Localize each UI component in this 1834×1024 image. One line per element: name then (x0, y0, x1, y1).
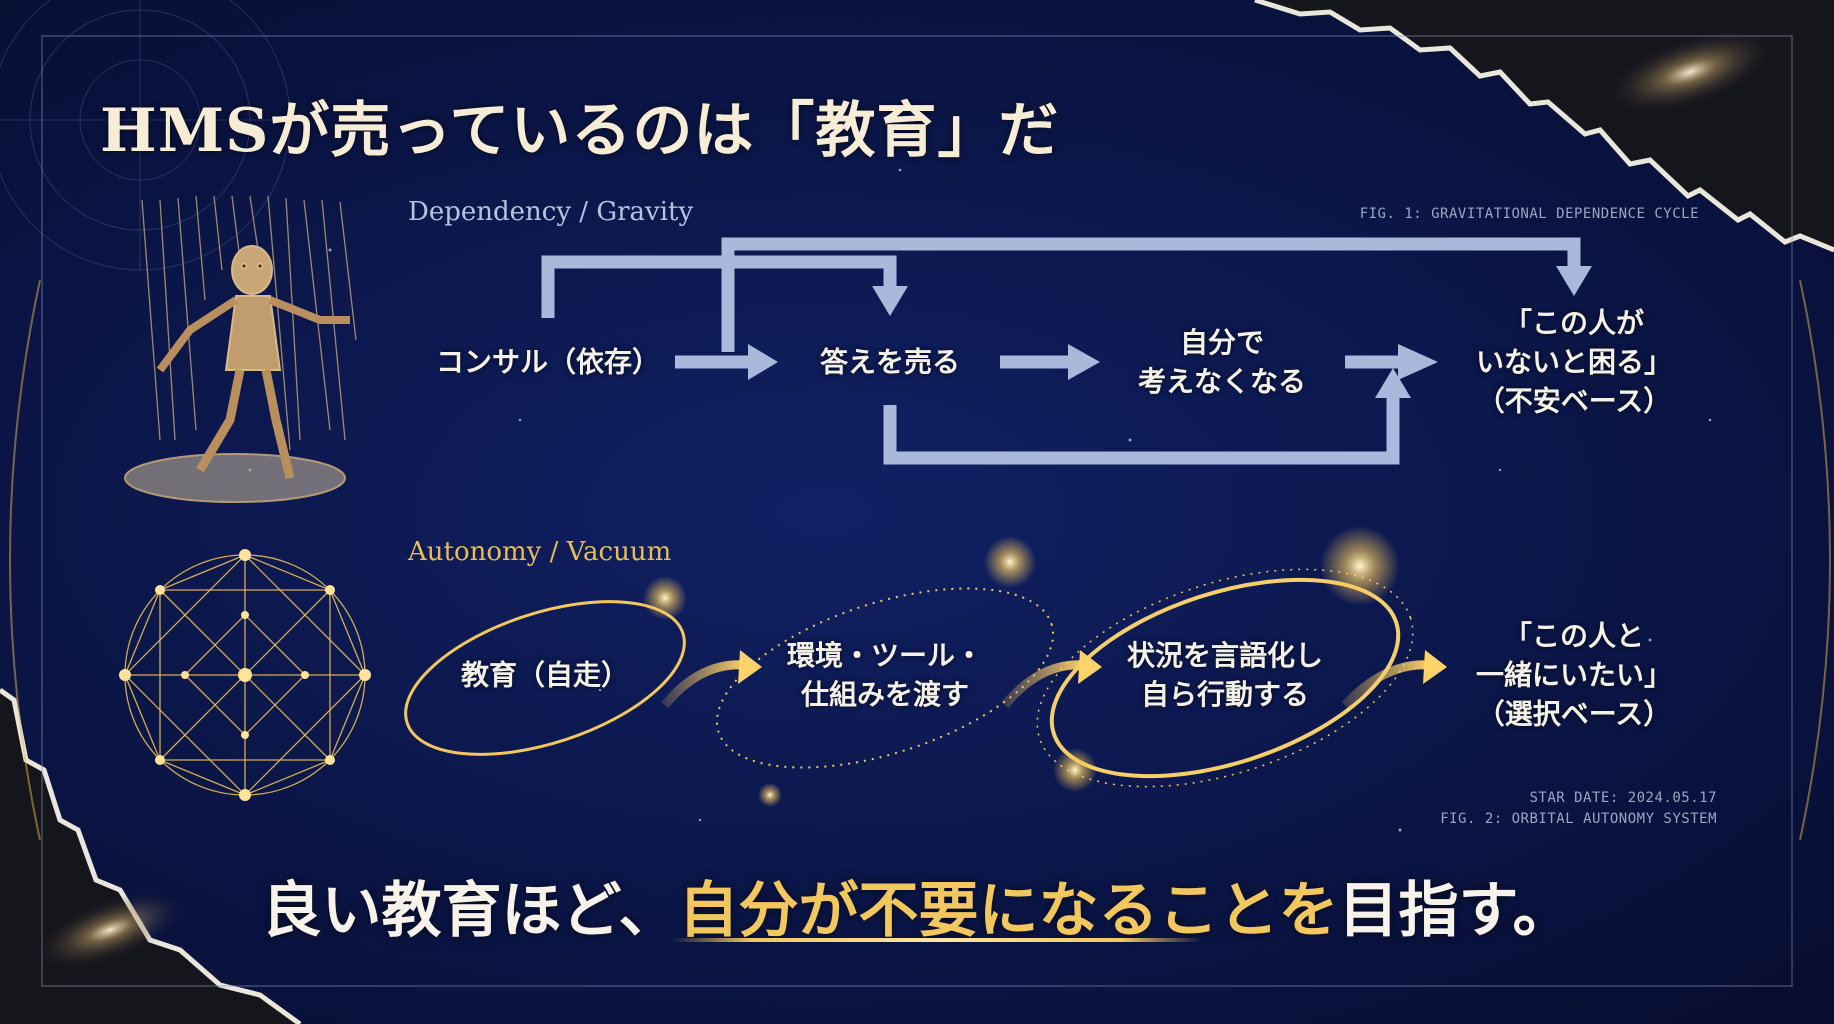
bottom-message: 良い教育ほど、自分が不要になることを目指す。 (0, 862, 1834, 949)
bottom-suffix: 目指す。 (1338, 876, 1573, 946)
autonomy-arrows (661, 650, 1447, 709)
node-education: 教育（自走） (460, 658, 630, 692)
autonomy-glows (643, 526, 1400, 807)
autonomy-orbits (404, 568, 1414, 788)
node-self-action: 状況を言語化し 自ら行動する (1126, 639, 1324, 711)
dependency-arrowheads (748, 266, 1592, 398)
star-date: STAR DATE: 2024.05.17 (1529, 790, 1717, 806)
highlight-underline (672, 938, 1202, 942)
node-stop-thinking: 自分で 考えなくなる (1137, 326, 1307, 398)
node-choice-based: 「この人と 一緒にいたい」 （選択ベース） (1475, 619, 1673, 731)
node-sell-answers: 答えを売る (819, 345, 961, 379)
astrolabe-decor (0, 0, 291, 271)
node-provide-tools: 環境・ツール・ 仕組みを渡す (786, 639, 984, 711)
node-consulting: コンサル（依存） (435, 345, 661, 379)
bottom-prefix: 良い教育ほど、 (261, 876, 679, 946)
node-anxiety-based: 「この人が いないと困る」 （不安ベース） (1475, 306, 1673, 418)
bottom-highlight: 自分が不要になることを (678, 876, 1339, 946)
autonomy-section-label: Autonomy / Vacuum (408, 537, 672, 567)
constellation-network-icon (119, 549, 371, 801)
dependency-arrows (541, 237, 1581, 465)
puppet-icon (124, 195, 357, 503)
space-corner-bottom-left (0, 687, 302, 1024)
dependency-section-label: Dependency / Gravity (408, 197, 694, 227)
space-corner-top-right (1254, 0, 1834, 253)
fig2-caption: FIG. 2: ORBITAL AUTONOMY SYSTEM (1440, 811, 1717, 827)
page-title: HMSが売っているのは「教育」だ (100, 96, 1060, 166)
fig1-caption: FIG. 1: GRAVITATIONAL DEPENDENCE CYCLE (1359, 206, 1699, 222)
